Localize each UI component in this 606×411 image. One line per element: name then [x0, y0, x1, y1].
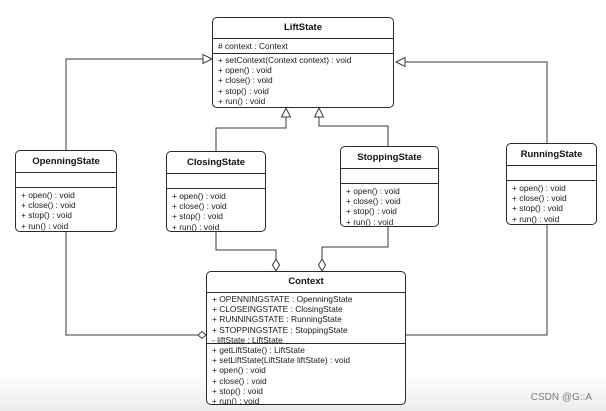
operation: + run() : void: [218, 95, 266, 106]
aggregation-context-runningstate: [406, 225, 548, 336]
class-name: ClosingState: [167, 152, 265, 174]
operation: + run() : void: [172, 221, 220, 232]
attribute: + OPENNINGSTATE : OpenningState: [212, 294, 353, 304]
attribute: + RUNNINGSTATE : RunningState: [212, 314, 342, 325]
operation: + open() : void: [346, 186, 400, 196]
operation: + close() : void: [172, 201, 227, 212]
operation: + stop() : void: [346, 206, 397, 217]
generalization-arrowhead: [394, 56, 406, 68]
operation: + stop() : void: [218, 85, 269, 96]
generalization-arrowhead: [280, 106, 292, 118]
generalization-closingstate-liftstate: [215, 108, 287, 151]
operation: + close() : void: [21, 200, 76, 211]
attributes-section: [167, 174, 265, 189]
attributes-section: [341, 169, 438, 184]
class-name: RunningState: [507, 144, 596, 166]
operation: + stop() : void: [212, 385, 263, 396]
attribute: # context : Context: [218, 41, 288, 51]
generalization-arrowhead: [202, 53, 214, 65]
operation: + open() : void: [21, 190, 75, 200]
operation: + close() : void: [512, 193, 567, 204]
attributes-section: + OPENNINGSTATE : OpenningState + CLOSEI…: [207, 293, 405, 345]
operation: + close() : void: [212, 375, 267, 386]
aggregation-context-closingstate: [215, 232, 277, 259]
class-openningstate[interactable]: OpenningState + open() : void + close() …: [15, 150, 117, 232]
generalization-runningstate-liftstate: [396, 61, 548, 143]
operations-section: + open() : void + close() : void + stop(…: [341, 184, 438, 227]
aggregation-context-stoppingstate: [321, 227, 389, 259]
operation: + close() : void: [218, 75, 273, 86]
attribute: - liftState : LiftState: [212, 334, 283, 345]
generalization-arrowhead: [313, 106, 325, 118]
operation: + stop() : void: [512, 203, 563, 214]
operation: + open() : void: [512, 183, 566, 193]
operation: + getLiftState() : LiftState: [212, 345, 305, 355]
operations-section: + getLiftState() : LiftState + setLiftSt…: [207, 344, 405, 405]
attributes-section: [16, 173, 116, 188]
watermark: CSDN @G::A: [530, 392, 592, 403]
operation: + open() : void: [218, 65, 272, 76]
operation: + run() : void: [346, 216, 394, 227]
operation: + run() : void: [212, 396, 260, 405]
attributes-section: [507, 166, 596, 181]
aggregation-context-openningstate: [65, 232, 198, 336]
operation: + stop() : void: [21, 210, 72, 221]
operation: + open() : void: [212, 365, 266, 376]
attribute: + CLOSEINGSTATE : ClosingState: [212, 304, 343, 315]
class-name: StoppingState: [341, 147, 438, 169]
class-stoppingstate[interactable]: StoppingState + open() : void + close() …: [340, 146, 439, 227]
operation: + setLiftState(LiftState liftState) : vo…: [212, 355, 351, 366]
class-name: OpenningState: [16, 151, 116, 173]
generalization-stoppingstate-liftstate: [318, 108, 389, 146]
class-context[interactable]: Context + OPENNINGSTATE : OpenningState …: [206, 271, 406, 405]
operation: + run() : void: [512, 213, 560, 224]
class-liftstate[interactable]: LiftState # context : Context + setConte…: [212, 17, 394, 108]
aggregation-diamond: [197, 330, 207, 340]
operation: + close() : void: [346, 196, 401, 207]
operation: + stop() : void: [172, 211, 223, 222]
class-closingstate[interactable]: ClosingState + open() : void + close() :…: [166, 151, 266, 232]
class-name: LiftState: [213, 18, 393, 39]
generalization-openningstate-liftstate: [65, 58, 212, 150]
operation: + open() : void: [172, 191, 226, 201]
attribute: + STOPPINGSTATE : StoppingState: [212, 324, 348, 335]
operations-section: + open() : void + close() : void + stop(…: [16, 188, 116, 231]
operation: + run() : void: [21, 220, 69, 231]
operations-section: + open() : void + close() : void + stop(…: [167, 189, 265, 232]
class-runningstate[interactable]: RunningState + open() : void + close() :…: [506, 143, 597, 225]
operation: + setContext(Context context) : void: [218, 55, 352, 65]
operations-section: + open() : void + close() : void + stop(…: [507, 181, 596, 224]
class-name: Context: [207, 272, 405, 293]
attributes-section: # context : Context: [213, 39, 393, 54]
aggregation-diamond: [317, 258, 327, 272]
operations-section: + setContext(Context context) : void + o…: [213, 54, 393, 107]
aggregation-diamond: [271, 258, 281, 272]
